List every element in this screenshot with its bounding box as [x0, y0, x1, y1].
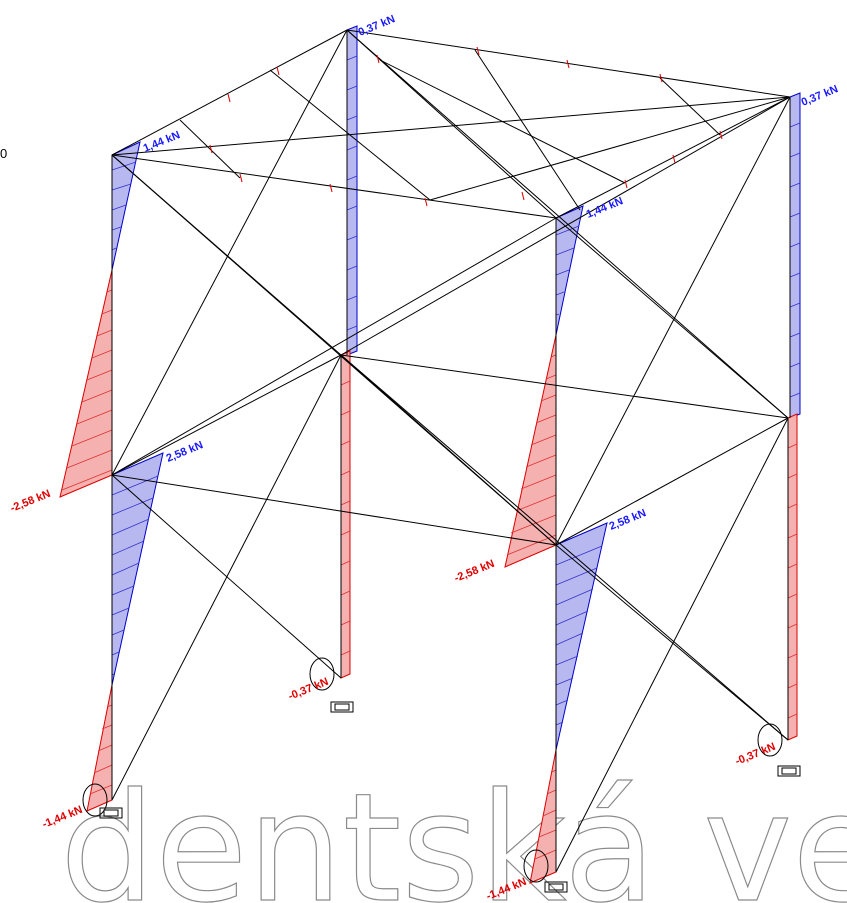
label-top-col3: 1,44 kN	[585, 195, 625, 221]
mid-beam-4-3	[555, 417, 789, 546]
supports	[82, 657, 801, 893]
mid-beam-2-4	[340, 354, 789, 419]
label-bot-col2: -0,37 kN	[287, 676, 331, 703]
top-beam-3-1	[111, 154, 557, 219]
top-beam-2-4	[346, 29, 791, 98]
top-beam-1-2	[111, 29, 348, 156]
mid-beam-3-1	[111, 474, 557, 546]
diagram-hatching	[61, 55, 801, 860]
diagram-col1-lower-neg	[86, 684, 113, 812]
label-mid-col3-pos: 2,58 kN	[608, 507, 648, 533]
diagram-col3-lower-pos	[555, 522, 608, 751]
diagram-col1-upper-neg	[59, 269, 113, 498]
label-top-col4: 0,37 kN	[800, 83, 840, 109]
force-diagrams	[59, 25, 801, 884]
diagram-col2-upper-pos	[346, 25, 358, 356]
frame-members	[111, 29, 791, 873]
diagram-col4-lower-neg	[787, 413, 798, 741]
diagram-col2-lower-neg	[340, 350, 351, 679]
watermark-text: dentská ve	[60, 762, 847, 903]
label-mid-col3-neg: -2,58 kN	[453, 558, 497, 585]
label-mid-col1-neg: -2,58 kN	[9, 488, 53, 515]
label-mid-col1-pos: 2,58 kN	[165, 439, 205, 465]
diagram-col1-upper-pos	[111, 141, 141, 271]
support-col3	[523, 849, 568, 893]
mid-beam-1-2	[111, 354, 342, 476]
support-col2	[309, 657, 354, 713]
roof-ticks	[209, 46, 723, 207]
support-col4	[757, 723, 801, 777]
diagram-col4-upper-pos	[789, 92, 801, 419]
top-beam-4-3	[555, 96, 791, 219]
edge-text: 0	[0, 146, 7, 161]
support-col1	[82, 783, 123, 819]
diagram-col1-lower-pos	[111, 452, 164, 686]
